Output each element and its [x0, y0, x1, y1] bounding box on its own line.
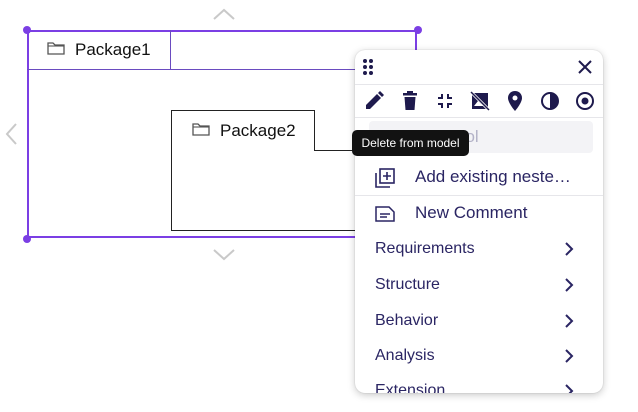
chevron-right-icon — [564, 384, 574, 393]
close-icon[interactable] — [578, 60, 592, 79]
tooltip-text: Delete from model — [361, 136, 460, 150]
panel-header — [355, 50, 603, 84]
resize-handle-top-left[interactable] — [23, 26, 31, 34]
structure-submenu[interactable]: Structure — [355, 268, 603, 302]
package1-header-divider — [171, 69, 417, 70]
requirements-submenu[interactable]: Requirements — [355, 232, 603, 266]
extension-submenu[interactable]: Extension — [355, 374, 603, 393]
package2-node[interactable] — [171, 150, 361, 231]
pencil-icon[interactable] — [362, 89, 386, 113]
behavior-submenu[interactable]: Behavior — [355, 304, 603, 338]
trash-icon[interactable] — [398, 89, 422, 113]
new-comment-item[interactable]: New Comment — [355, 196, 603, 230]
resize-handle-top-right[interactable] — [414, 26, 422, 34]
context-menu-panel: ool Add existing neste… New Comment Requ… — [355, 50, 603, 393]
scroll-left-chevron-icon[interactable] — [5, 123, 17, 145]
scroll-up-chevron-icon[interactable] — [213, 8, 235, 20]
tooltip: Delete from model — [352, 130, 469, 156]
structure-label: Structure — [375, 276, 440, 293]
resize-handle-bottom-left[interactable] — [23, 235, 31, 243]
chevron-right-icon — [564, 349, 574, 368]
chevron-right-icon — [564, 278, 574, 297]
comment-icon — [375, 206, 395, 227]
menu-divider — [355, 195, 603, 196]
folder-icon — [47, 40, 65, 60]
add-existing-label: Add existing neste… — [415, 167, 571, 186]
scroll-down-chevron-icon[interactable] — [213, 249, 235, 261]
target-icon[interactable] — [573, 89, 597, 113]
hide-image-icon[interactable] — [468, 89, 492, 113]
requirements-label: Requirements — [375, 240, 475, 257]
chevron-right-icon — [564, 314, 574, 333]
package1-label: Package1 — [75, 40, 151, 59]
package2-label: Package2 — [220, 121, 296, 140]
package1-tab[interactable]: Package1 — [27, 30, 171, 70]
package2-tab[interactable]: Package2 — [171, 110, 315, 151]
contrast-icon[interactable] — [538, 89, 562, 113]
add-existing-nested-item[interactable]: Add existing neste… — [355, 160, 603, 194]
extension-label: Extension — [375, 382, 446, 393]
panel-toolbar — [355, 84, 603, 118]
collapse-icon[interactable] — [433, 89, 457, 113]
new-comment-label: New Comment — [415, 203, 528, 222]
analysis-submenu[interactable]: Analysis — [355, 339, 603, 373]
drag-handle-icon[interactable] — [362, 58, 374, 81]
behavior-label: Behavior — [375, 312, 439, 329]
add-box-icon — [375, 168, 395, 193]
analysis-label: Analysis — [375, 347, 435, 364]
folder-icon — [192, 121, 210, 141]
chevron-right-icon — [564, 242, 574, 261]
location-pin-icon[interactable] — [503, 89, 527, 113]
